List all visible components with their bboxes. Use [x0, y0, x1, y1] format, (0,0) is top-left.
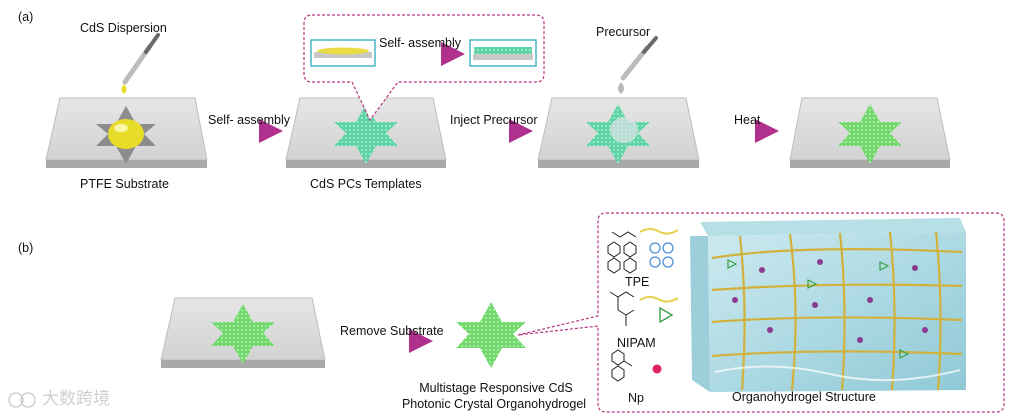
- legend-nipam-label: NIPAM: [617, 336, 656, 350]
- gel-star: [838, 104, 902, 164]
- inset-self-assembly-label: Self- assembly: [379, 36, 461, 50]
- pipette-icon: [121, 33, 160, 94]
- precursor-plate: [537, 97, 700, 168]
- free-gel-star: [456, 302, 526, 368]
- pipette-icon: [618, 36, 658, 94]
- cds-dispersion-label: CdS Dispersion: [80, 21, 167, 35]
- precursor-label: Precursor: [596, 25, 651, 39]
- cds-pcs-templates-label: CdS PCs Templates: [310, 177, 422, 191]
- tpe-chain-icon: [639, 228, 679, 235]
- self-assembly-label: Self- assembly: [208, 113, 290, 127]
- inject-precursor-label: Inject Precursor: [450, 113, 538, 127]
- assembly-inset: [303, 14, 545, 122]
- template-plate: [285, 97, 447, 168]
- heat-label: Heat: [734, 113, 761, 127]
- product-label-line1: Multistage Responsive CdS: [419, 381, 573, 395]
- watermark-logo-icon: [8, 392, 36, 408]
- tpe-structure-icon: [607, 231, 637, 274]
- cds-pc-star: [334, 104, 398, 164]
- np-dot-icon: [652, 364, 662, 374]
- organohydrogel-cube: [690, 218, 966, 392]
- precursor-droplet: [610, 117, 638, 143]
- gel-on-plate: [160, 297, 326, 368]
- ptfe-plate: [45, 97, 208, 168]
- panel-label-a: (a): [18, 10, 34, 24]
- legend-tpe-label: TPE: [625, 275, 650, 289]
- organohydrogel-structure-label: Organohydrogel Structure: [732, 390, 876, 404]
- heated-plate: [789, 97, 951, 168]
- nipam-structure-icon: [609, 291, 635, 326]
- legend-np-label: Np: [628, 391, 644, 405]
- watermark-text: 大数跨境: [42, 389, 110, 409]
- remove-substrate-label: Remove Substrate: [340, 324, 444, 338]
- product-label-line2: Photonic Crystal Organohydrogel: [401, 397, 587, 411]
- nipam-symbol-icon: [659, 306, 674, 324]
- nipam-chain-icon: [639, 296, 679, 303]
- panel-label-b: (b): [18, 241, 34, 255]
- cds-droplet: [108, 119, 144, 149]
- ptfe-substrate-label: PTFE Substrate: [80, 177, 169, 191]
- np-structure-icon: [611, 349, 633, 382]
- tpe-symbol-icon: [649, 242, 674, 268]
